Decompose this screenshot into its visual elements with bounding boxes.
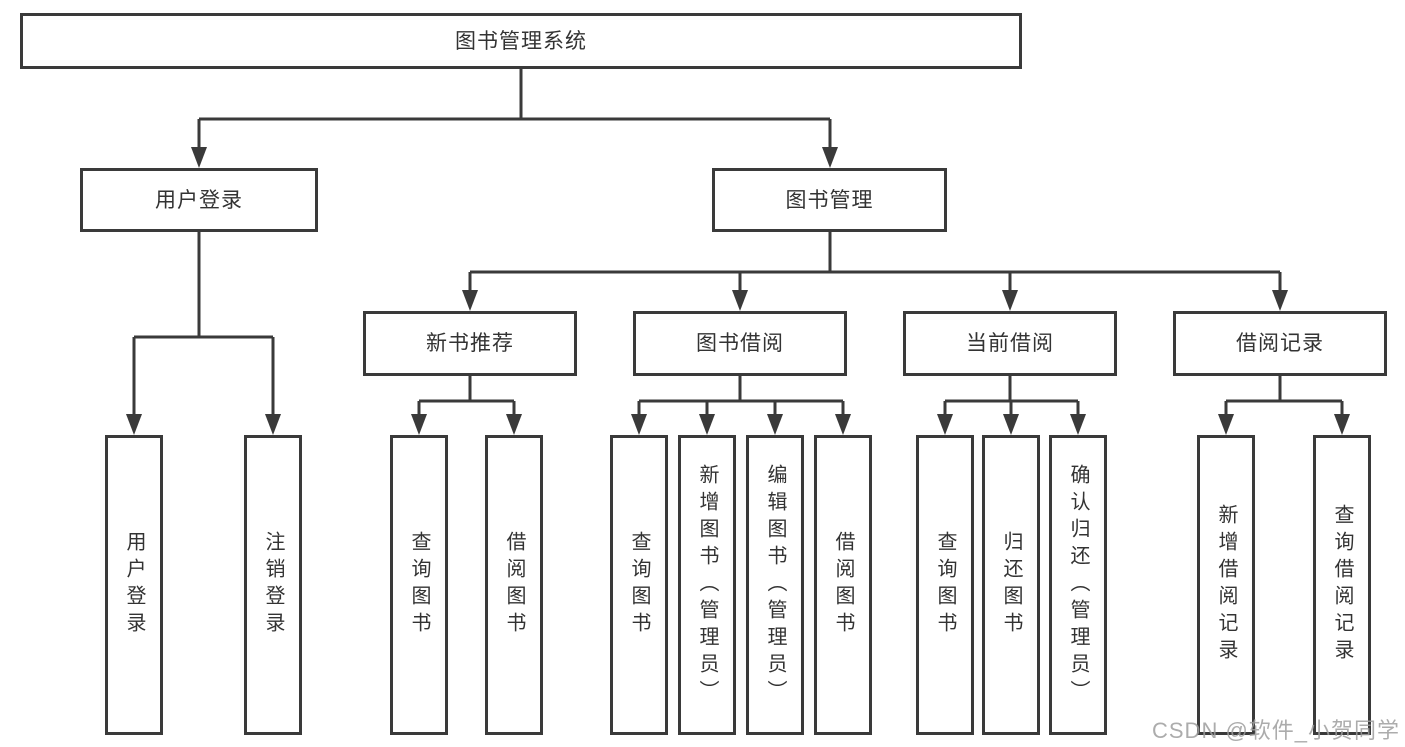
arrowhead-icon xyxy=(506,414,522,435)
arrowhead-icon xyxy=(265,414,281,435)
leaf-query-books-current: 查询图书 xyxy=(916,435,974,735)
arrowhead-icon xyxy=(767,414,783,435)
leaf-confirm-return-admin: 确认归还（管理员） xyxy=(1049,435,1107,735)
arrowhead-icon xyxy=(1218,414,1234,435)
node-borrow-records: 借阅记录 xyxy=(1173,311,1387,376)
arrowhead-icon xyxy=(822,147,838,168)
arrowhead-icon xyxy=(1334,414,1350,435)
node-root: 图书管理系统 xyxy=(20,13,1022,69)
arrowhead-icon xyxy=(937,414,953,435)
leaf-borrow-books: 借阅图书 xyxy=(814,435,872,735)
arrowhead-icon xyxy=(1272,290,1288,311)
arrowhead-icon xyxy=(835,414,851,435)
leaf-add-book-admin: 新增图书（管理员） xyxy=(678,435,736,735)
arrowhead-icon xyxy=(1002,290,1018,311)
arrowhead-icon xyxy=(191,147,207,168)
node-current-borrow: 当前借阅 xyxy=(903,311,1117,376)
leaf-borrow-books-recommend: 借阅图书 xyxy=(485,435,543,735)
leaf-edit-book-admin: 编辑图书（管理员） xyxy=(746,435,804,735)
node-new-book-recommend: 新书推荐 xyxy=(363,311,577,376)
leaf-query-books-recommend: 查询图书 xyxy=(390,435,448,735)
leaf-query-borrow-record: 查询借阅记录 xyxy=(1313,435,1371,735)
arrowhead-icon xyxy=(411,414,427,435)
leaf-return-book: 归还图书 xyxy=(982,435,1040,735)
node-book-borrow: 图书借阅 xyxy=(633,311,847,376)
arrowhead-icon xyxy=(699,414,715,435)
csdn-watermark: CSDN @软件_小贺同学 xyxy=(1152,718,1401,743)
arrowhead-icon xyxy=(631,414,647,435)
node-book-management: 图书管理 xyxy=(712,168,947,232)
arrowhead-icon xyxy=(126,414,142,435)
leaf-logout: 注销登录 xyxy=(244,435,302,735)
arrowhead-icon xyxy=(1070,414,1086,435)
leaf-query-books-borrow: 查询图书 xyxy=(610,435,668,735)
node-user-login: 用户登录 xyxy=(80,168,318,232)
leaf-add-borrow-record: 新增借阅记录 xyxy=(1197,435,1255,735)
arrowhead-icon xyxy=(1003,414,1019,435)
arrowhead-icon xyxy=(732,290,748,311)
leaf-user-login: 用户登录 xyxy=(105,435,163,735)
arrowhead-icon xyxy=(462,290,478,311)
